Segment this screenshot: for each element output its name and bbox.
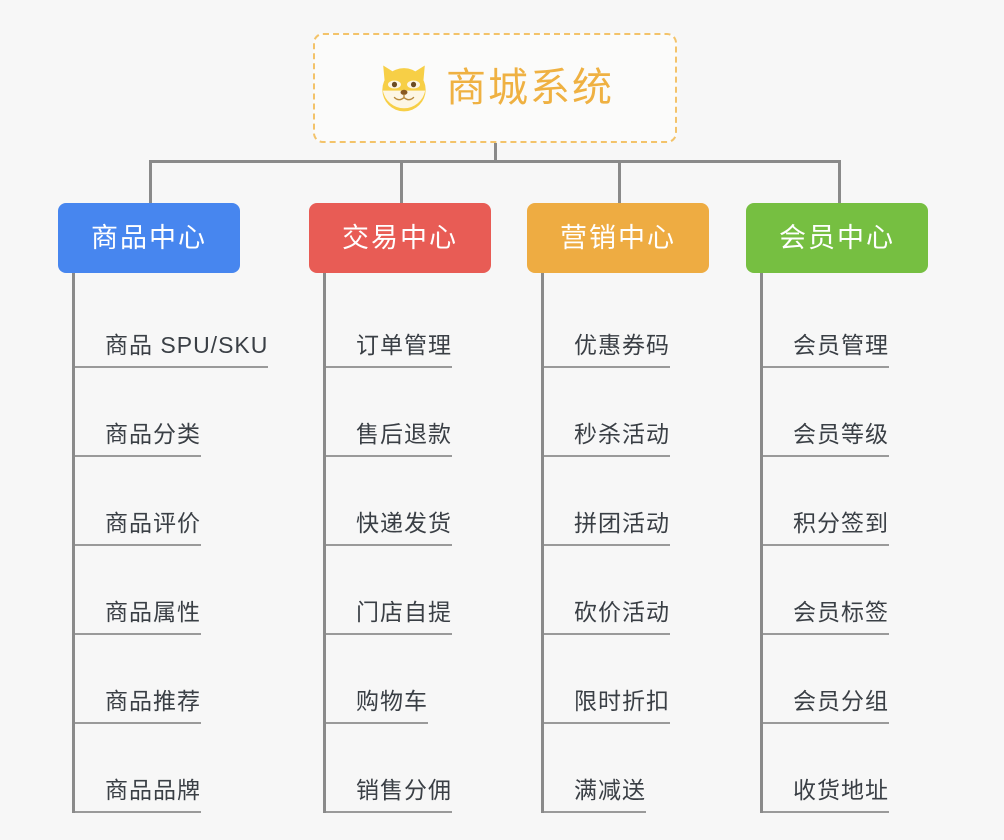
list-item[interactable]: 快递发货	[326, 457, 491, 546]
list-item-label: 会员等级	[763, 423, 889, 457]
list-item[interactable]: 商品推荐	[75, 635, 240, 724]
connector-root-stem	[494, 143, 497, 162]
category-title: 会员中心	[779, 222, 895, 253]
category-title: 商品中心	[91, 222, 207, 253]
connector-drop-2	[400, 160, 403, 205]
list-item[interactable]: 商品属性	[75, 546, 240, 635]
list-item-label: 商品 SPU/SKU	[74, 334, 269, 368]
category-header-member-center[interactable]: 会员中心	[746, 203, 928, 273]
list-item-label: 商品属性	[75, 601, 201, 635]
list-item[interactable]: 售后退款	[326, 368, 491, 457]
connector-drop-4	[838, 160, 841, 205]
list-item[interactable]: 拼团活动	[544, 457, 709, 546]
list-item-label: 收货地址	[763, 779, 889, 813]
list-item-label: 拼团活动	[544, 512, 670, 546]
list-item-label: 会员标签	[763, 601, 889, 635]
category-column-marketing-center: 营销中心 优惠券码 秒杀活动 拼团活动 砍价活动 限时折扣 满减送	[527, 203, 709, 813]
list-item-label: 售后退款	[326, 423, 452, 457]
connector-drop-3	[618, 160, 621, 205]
branch-stem-marketing-center: 优惠券码 秒杀活动 拼团活动 砍价活动 限时折扣 满减送	[541, 273, 709, 813]
list-item-label: 积分签到	[763, 512, 889, 546]
root-node-mall-system[interactable]: 商城系统	[313, 33, 677, 143]
list-item-label: 会员管理	[763, 334, 889, 368]
list-item[interactable]: 优惠券码	[544, 279, 709, 368]
list-item[interactable]: 商品分类	[75, 368, 240, 457]
list-item[interactable]: 满减送	[544, 724, 709, 813]
category-column-product-center: 商品中心 商品 SPU/SKU 商品分类 商品评价 商品属性 商品推荐 商品品牌	[58, 203, 269, 813]
list-item[interactable]: 会员管理	[763, 279, 928, 368]
list-item[interactable]: 会员标签	[763, 546, 928, 635]
list-item[interactable]: 会员分组	[763, 635, 928, 724]
list-item-label: 商品分类	[75, 423, 201, 457]
list-item[interactable]: 订单管理	[326, 279, 491, 368]
list-item-label: 商品推荐	[75, 690, 201, 724]
connector-horizontal-bus	[149, 160, 841, 163]
list-item-label: 销售分佣	[326, 779, 452, 813]
list-item-label: 会员分组	[763, 690, 889, 724]
list-item[interactable]: 商品品牌	[75, 724, 240, 813]
list-item-label: 快递发货	[326, 512, 452, 546]
category-header-product-center[interactable]: 商品中心	[58, 203, 240, 273]
list-item[interactable]: 限时折扣	[544, 635, 709, 724]
list-item[interactable]: 商品 SPU/SKU	[74, 279, 269, 368]
branch-stem-member-center: 会员管理 会员等级 积分签到 会员标签 会员分组 收货地址	[760, 273, 928, 813]
dog-face-icon	[376, 62, 432, 114]
list-item[interactable]: 会员等级	[763, 368, 928, 457]
list-item-label: 砍价活动	[544, 601, 670, 635]
list-item[interactable]: 积分签到	[763, 457, 928, 546]
category-title: 营销中心	[560, 222, 676, 253]
list-item[interactable]: 购物车	[326, 635, 491, 724]
category-title: 交易中心	[342, 222, 458, 253]
list-item-label: 门店自提	[326, 601, 452, 635]
list-item-label: 订单管理	[326, 334, 452, 368]
list-item-label: 商品品牌	[75, 779, 201, 813]
connector-drop-1	[149, 160, 152, 205]
category-header-marketing-center[interactable]: 营销中心	[527, 203, 709, 273]
list-item[interactable]: 门店自提	[326, 546, 491, 635]
list-item-label: 商品评价	[75, 512, 201, 546]
list-item[interactable]: 收货地址	[763, 724, 928, 813]
list-item[interactable]: 商品评价	[75, 457, 240, 546]
list-item-label: 购物车	[326, 690, 428, 724]
branch-stem-trade-center: 订单管理 售后退款 快递发货 门店自提 购物车 销售分佣	[323, 273, 491, 813]
category-header-trade-center[interactable]: 交易中心	[309, 203, 491, 273]
list-item[interactable]: 秒杀活动	[544, 368, 709, 457]
branch-stem-product-center: 商品 SPU/SKU 商品分类 商品评价 商品属性 商品推荐 商品品牌	[72, 273, 269, 813]
root-title: 商城系统	[446, 66, 614, 110]
list-item-label: 满减送	[544, 779, 646, 813]
list-item-label: 优惠券码	[544, 334, 670, 368]
list-item[interactable]: 销售分佣	[326, 724, 491, 813]
list-item-label: 限时折扣	[544, 690, 670, 724]
list-item-label: 秒杀活动	[544, 423, 670, 457]
category-column-trade-center: 交易中心 订单管理 售后退款 快递发货 门店自提 购物车 销售分佣	[309, 203, 491, 813]
list-item[interactable]: 砍价活动	[544, 546, 709, 635]
category-column-member-center: 会员中心 会员管理 会员等级 积分签到 会员标签 会员分组 收货地址	[746, 203, 928, 813]
